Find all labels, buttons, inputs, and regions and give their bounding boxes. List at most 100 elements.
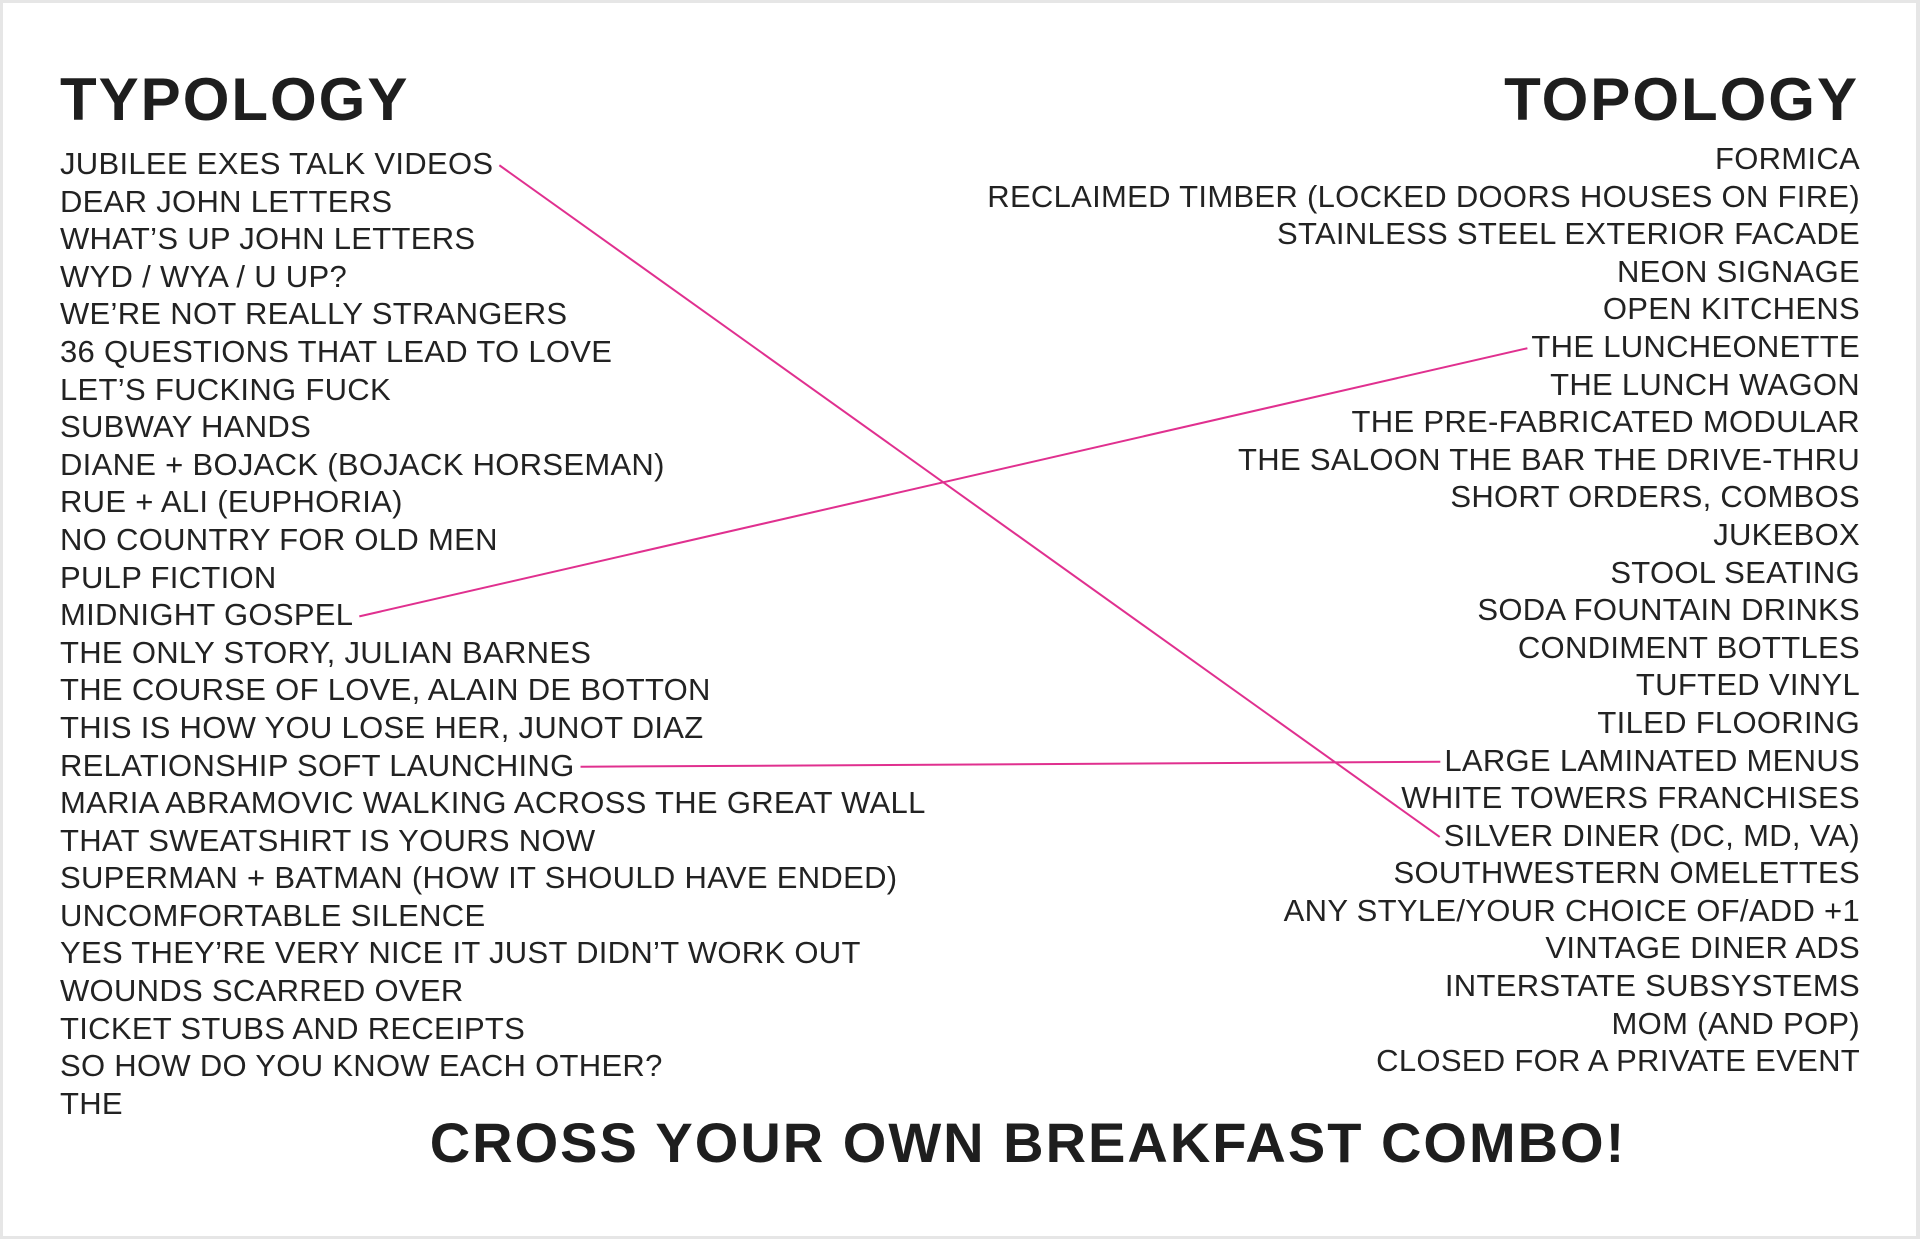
topology-item: FORMICA [987,140,1860,178]
topology-item: ANY STYLE/YOUR CHOICE OF/ADD +1 [987,892,1860,930]
typology-item-label: THE ONLY STORY, JULIAN BARNES [60,634,592,670]
typology-item: SUBWAY HANDS [60,408,926,446]
topology-item: THE SALOON THE BAR THE DRIVE-THRU [987,441,1860,479]
typology-item-label: RUE + ALI (EUPHORIA) [60,484,403,520]
typology-item-label: SUPERMAN + BATMAN (HOW IT SHOULD HAVE EN… [60,860,898,896]
topology-item: SILVER DINER (DC, MD, VA) [987,817,1860,855]
topology-item: SOUTHWESTERN OMELETTES [987,854,1860,892]
topology-item: NEON SIGNAGE [987,253,1860,291]
typology-item: THE ONLY STORY, JULIAN BARNES [60,634,926,672]
topology-item: INTERSTATE SUBSYSTEMS [987,967,1860,1005]
typology-item: LET’S FUCKING FUCK [60,371,926,409]
typology-item-label: 36 QUESTIONS THAT LEAD TO LOVE [60,333,613,369]
typology-item-label: THE [60,1085,123,1121]
typology-item: THIS IS HOW YOU LOSE HER, JUNOT DIAZ [60,709,926,747]
typology-item: YES THEY’RE VERY NICE IT JUST DIDN’T WOR… [60,934,926,972]
topology-item-label: WHITE TOWERS FRANCHISES [1401,780,1860,816]
typology-item-label: WE’RE NOT REALLY STRANGERS [60,296,568,332]
typology-item: THE [60,1085,926,1123]
typology-item: RUE + ALI (EUPHORIA) [60,483,926,521]
typology-item-label: DIANE + BOJACK (BOJACK HORSEMAN) [60,446,665,482]
topology-item-label: THE LUNCH WAGON [1550,366,1860,402]
typology-item-label: DEAR JOHN LETTERS [60,183,393,219]
typology-item-label: UNCOMFORTABLE SILENCE [60,897,486,933]
topology-item-label: RECLAIMED TIMBER (LOCKED DOORS HOUSES ON… [987,178,1860,214]
typology-item-label: MIDNIGHT GOSPEL [60,597,354,633]
typology-item: WE’RE NOT REALLY STRANGERS [60,295,926,333]
topology-item-label: SHORT ORDERS, COMBOS [1450,479,1860,515]
topology-item-label: INTERSTATE SUBSYSTEMS [1444,968,1860,1004]
topology-item-label: STAINLESS STEEL EXTERIOR FACADE [1277,216,1860,252]
topology-item-label: TUFTED VINYL [1635,667,1860,703]
typology-item: NO COUNTRY FOR OLD MEN [60,521,926,559]
topology-item: THE LUNCHEONETTE [987,328,1860,366]
typology-item-label: TICKET STUBS AND RECEIPTS [60,1010,526,1046]
typology-item: THE COURSE OF LOVE, ALAIN DE BOTTON [60,671,926,709]
topology-item: WHITE TOWERS FRANCHISES [987,779,1860,817]
typology-item-label: YES THEY’RE VERY NICE IT JUST DIDN’T WOR… [60,935,861,971]
topology-heading: TOPOLOGY [1504,66,1859,133]
topology-item: JUKEBOX [987,516,1860,554]
typology-item: WHAT’S UP JOHN LETTERS [60,220,926,258]
topology-item: CLOSED FOR A PRIVATE EVENT [987,1042,1860,1080]
typology-item-label: THE COURSE OF LOVE, ALAIN DE BOTTON [60,672,711,708]
typology-heading: TYPOLOGY [60,66,410,133]
typology-item-label: SO HOW DO YOU KNOW EACH OTHER? [60,1048,663,1084]
typology-item-label: WOUNDS SCARRED OVER [60,973,464,1009]
typology-item-label: PULP FICTION [60,559,277,595]
topology-item: STOOL SEATING [987,554,1860,592]
footer-title: CROSS YOUR OWN BREAKFAST COMBO! [429,1111,1627,1174]
topology-item: STAINLESS STEEL EXTERIOR FACADE [987,215,1860,253]
topology-item-label: SOUTHWESTERN OMELETTES [1393,855,1860,891]
typology-item: MARIA ABRAMOVIC WALKING ACROSS THE GREAT… [60,784,926,822]
topology-item-label: TILED FLOORING [1597,704,1860,740]
topology-item: LARGE LAMINATED MENUS [987,742,1860,780]
topology-item: TILED FLOORING [987,704,1860,742]
typology-item: SO HOW DO YOU KNOW EACH OTHER? [60,1047,926,1085]
topology-item: RECLAIMED TIMBER (LOCKED DOORS HOUSES ON… [987,178,1860,216]
topology-item: SODA FOUNTAIN DRINKS [987,591,1860,629]
topology-item: MOM (AND POP) [987,1005,1860,1043]
topology-item: SHORT ORDERS, COMBOS [987,478,1860,516]
topology-item-label: THE SALOON THE BAR THE DRIVE-THRU [1238,441,1860,477]
topology-item: THE PRE-FABRICATED MODULAR [987,403,1860,441]
topology-item: TUFTED VINYL [987,666,1860,704]
topology-item-label: SODA FOUNTAIN DRINKS [1477,592,1860,628]
topology-item-label: SILVER DINER (DC, MD, VA) [1443,817,1860,853]
topology-item: THE LUNCH WAGON [987,366,1860,404]
topology-item: VINTAGE DINER ADS [987,929,1860,967]
menu-card: TYPOLOGY TOPOLOGY JUBILEE EXES TALK VIDE… [3,3,1916,1236]
typology-item: JUBILEE EXES TALK VIDEOS [60,145,926,183]
topology-item-label: FORMICA [1714,141,1860,176]
topology-item-label: STOOL SEATING [1610,554,1860,590]
typology-item: SUPERMAN + BATMAN (HOW IT SHOULD HAVE EN… [60,859,926,897]
typology-item: WOUNDS SCARRED OVER [60,972,926,1010]
topology-item-label: CONDIMENT BOTTLES [1517,629,1860,665]
typology-item-label: LET’S FUCKING FUCK [60,371,391,407]
typology-item-label: NO COUNTRY FOR OLD MEN [60,521,498,557]
typology-item: 36 QUESTIONS THAT LEAD TO LOVE [60,333,926,371]
typology-item-label: THIS IS HOW YOU LOSE HER, JUNOT DIAZ [60,709,704,745]
topology-item-label: JUKEBOX [1713,516,1860,552]
topology-item-label: LARGE LAMINATED MENUS [1444,742,1860,778]
topology-item-label: OPEN KITCHENS [1602,291,1860,327]
typology-item: UNCOMFORTABLE SILENCE [60,897,926,935]
typology-item: THAT SWEATSHIRT IS YOURS NOW [60,822,926,860]
typology-item: DEAR JOHN LETTERS [60,183,926,221]
topology-item-label: CLOSED FOR A PRIVATE EVENT [1376,1043,1860,1079]
topology-item: CONDIMENT BOTTLES [987,629,1860,667]
typology-item: MIDNIGHT GOSPEL [60,596,926,634]
typology-item: WYD / WYA / U UP? [60,258,926,296]
topology-item-label: THE PRE-FABRICATED MODULAR [1351,404,1860,440]
typology-item: PULP FICTION [60,559,926,597]
topology-item-label: ANY STYLE/YOUR CHOICE OF/ADD +1 [1283,892,1860,928]
typology-item-label: WYD / WYA / U UP? [60,258,348,294]
typology-item-label: WHAT’S UP JOHN LETTERS [60,221,476,257]
topology-item-label: NEON SIGNAGE [1616,253,1860,289]
typology-item-label: JUBILEE EXES TALK VIDEOS [60,146,494,181]
typology-item-label: RELATIONSHIP SOFT LAUNCHING [60,747,575,783]
topology-item: OPEN KITCHENS [987,290,1860,328]
topology-item-label: MOM (AND POP) [1611,1005,1860,1041]
